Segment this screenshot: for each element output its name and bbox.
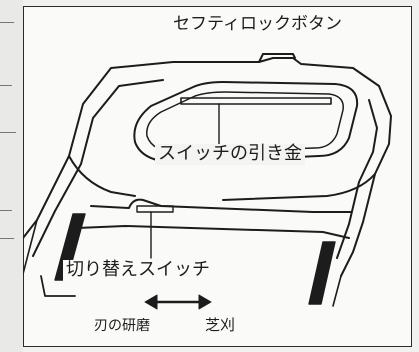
page-margin xyxy=(0,0,23,352)
cross-bar-top xyxy=(90,198,352,213)
mode-arrow-right-head xyxy=(198,294,212,310)
mode-arrow-left-head xyxy=(144,294,158,310)
handle-body-left xyxy=(68,155,136,197)
left-rail xyxy=(23,61,174,239)
tool-handle-illustration xyxy=(23,53,392,310)
mode-switch-slot xyxy=(136,205,174,213)
margin-mark xyxy=(0,210,12,212)
handle-top xyxy=(172,57,380,87)
mowing-mode-label: 芝刈 xyxy=(203,316,238,335)
margin-mark xyxy=(0,132,16,134)
handle-body-right xyxy=(222,173,376,201)
left-foot xyxy=(40,275,76,297)
left-lower-rail xyxy=(23,219,38,275)
left-rail-inner xyxy=(32,79,164,257)
sharpening-mode-label: 刃の研磨 xyxy=(92,318,152,335)
trigger-bar xyxy=(180,97,332,105)
margin-mark xyxy=(0,22,14,24)
mode-switch-label: 切り替えスイッチ xyxy=(63,259,213,281)
right-grip xyxy=(308,241,336,305)
right-lower-rail xyxy=(332,275,342,307)
trigger-label: スイッチの引き金 xyxy=(155,143,305,165)
margin-mark xyxy=(0,238,14,240)
margin-mark xyxy=(0,85,12,87)
right-rail-inner xyxy=(336,99,378,259)
safety-lock-button xyxy=(258,53,296,63)
safety-lock-button-label: セフティロックボタン xyxy=(170,14,345,35)
cross-bar-bottom xyxy=(76,225,350,239)
